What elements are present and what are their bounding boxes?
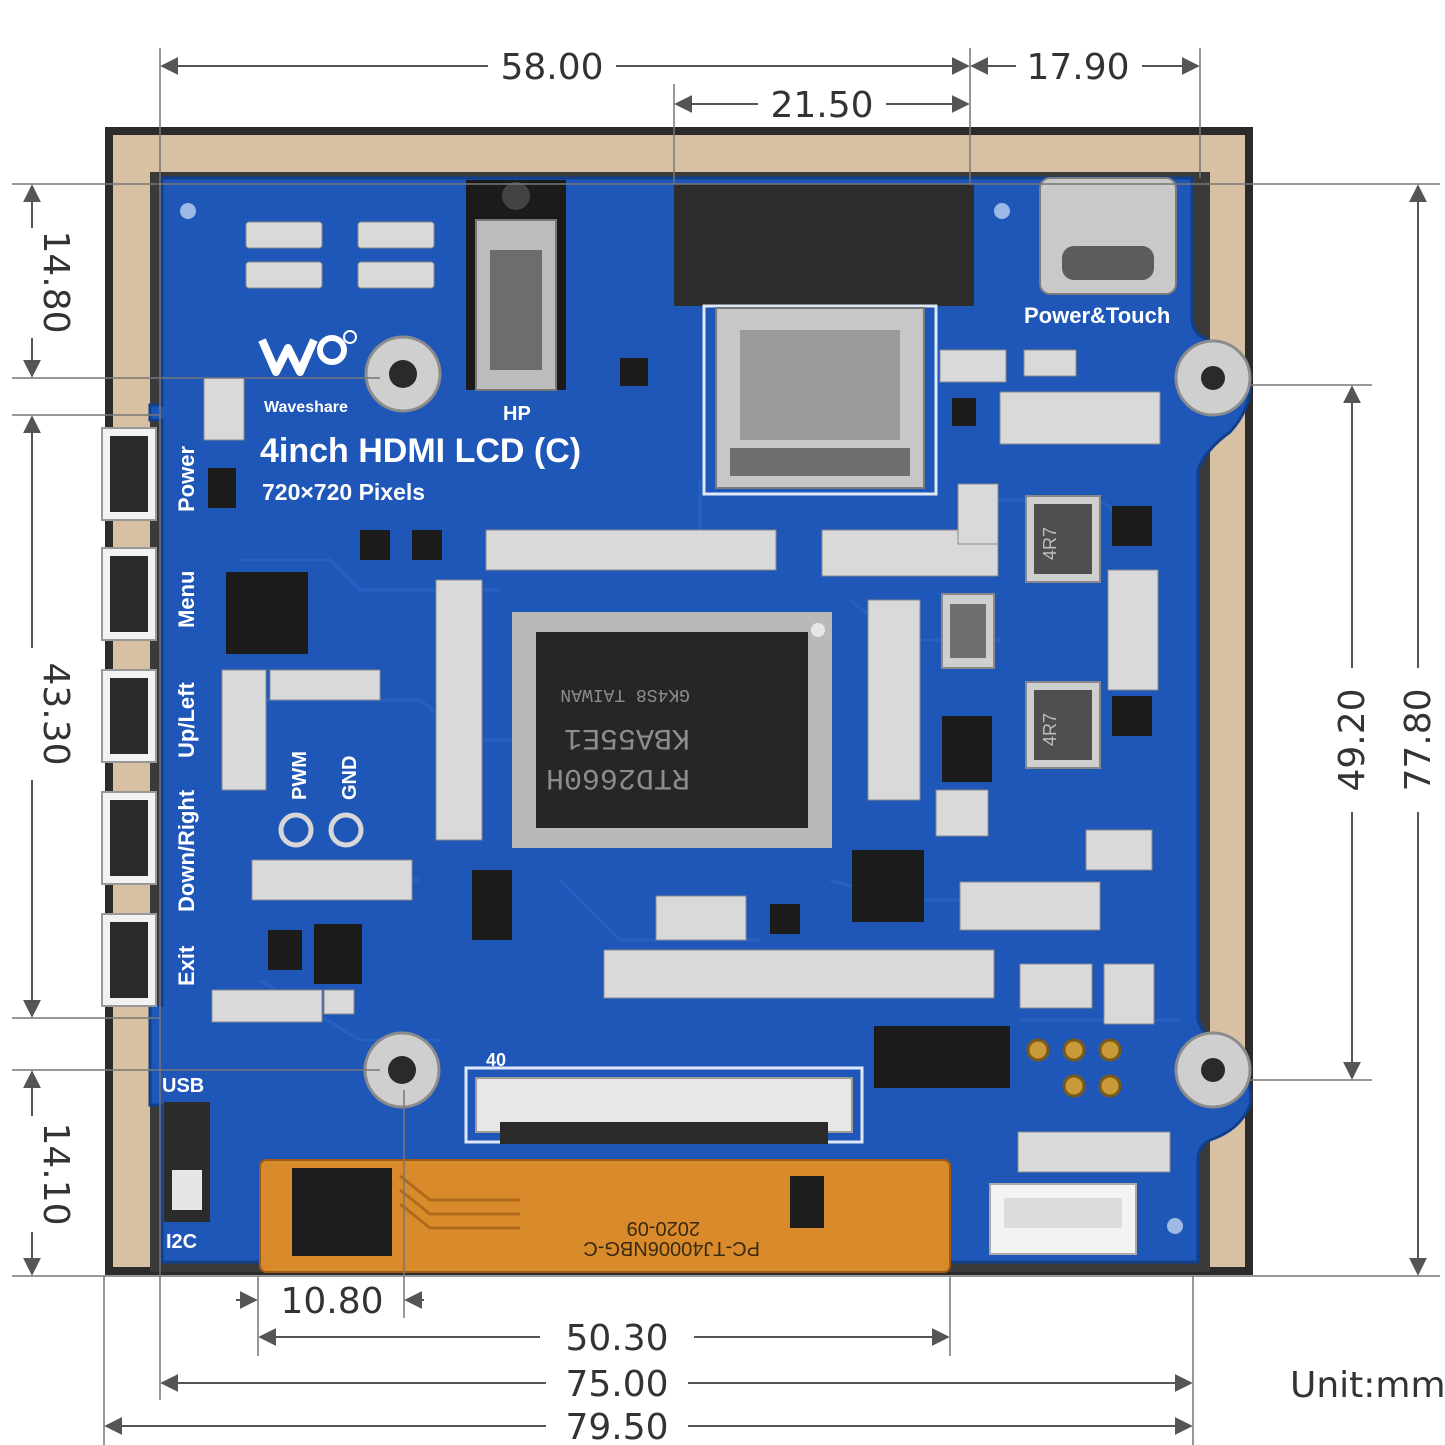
hp-label: HP [503,403,531,425]
resistor-arrays [245,221,435,289]
usb-c-connector [1039,177,1177,295]
dim-right-holes-height: 49.20 [1332,385,1373,1080]
hdmi-connector [674,184,974,496]
gnd-label: GND [339,756,361,800]
mount-hole-top-left [364,335,442,413]
i2c-label: I2C [166,1231,197,1253]
board-subtitle: 720×720 Pixels [262,479,425,505]
headphone-jack [466,180,566,391]
mount-hole-top-right [1174,339,1252,417]
main-chip [512,612,832,848]
power-touch-label: Power&Touch [1024,303,1170,328]
board-title: 4inch HDMI LCD (C) [260,432,581,470]
test-pads [278,812,364,848]
dim-top-right-width: 17.90 [970,47,1200,88]
dim-label-43-30: 43.30 [35,662,76,765]
extension-lines [12,48,1440,1445]
dim-top-left-width: 58.00 [160,47,970,88]
button-label-menu: Menu [174,571,199,628]
dim-label-50-30: 50.30 [565,1318,668,1359]
dim-label-14-80: 14.80 [35,230,76,333]
side-buttons [101,427,157,1007]
inductor-label-top: 4R7 [1040,527,1060,560]
inductor-label-bottom: 4R7 [1040,713,1060,746]
fpc-flex-cable [259,1159,951,1273]
dim-left-buttons-height: 43.30 [23,415,76,1018]
dim-label-17-90: 17.90 [1026,47,1129,88]
brand-label: Waveshare [264,399,348,416]
dim-label-58: 58.00 [500,47,603,88]
usb-label: USB [162,1075,204,1097]
dim-label-79-50: 79.50 [565,1407,668,1445]
fpc-code: PC-TJ40006NBG-C [583,1237,760,1259]
dim-label-75-00: 75.00 [565,1364,668,1405]
dim-right-total-height: 77.80 [1398,184,1439,1276]
chip-line-1: RTD2660H [546,760,690,794]
dim-left-bottom-height: 14.10 [23,1070,76,1276]
unit-label: Unit:mm [1290,1365,1445,1406]
fpc-date: 2020-09 [627,1217,700,1239]
mount-hole-bottom-left [363,1031,441,1109]
dim-hdmi-width: 21.50 [674,85,970,126]
dim-bottom-fpc-width: 50.30 [258,1318,950,1359]
button-label-up-left: Up/Left [174,682,199,758]
button-label-down-right: Down/Right [174,789,199,912]
small-ics [208,468,512,984]
small-hole-icon [994,203,1010,219]
chip-line-2: KBA55E1 [564,720,690,754]
chip-line-3: GK4S8 TAIWAN [560,684,690,704]
waveshare-logo-icon [258,330,357,376]
dim-label-77-80: 77.80 [1398,688,1439,791]
jst-connector [989,1183,1137,1255]
passive-components [203,349,1171,1173]
small-hole-icon [180,203,196,219]
usb-i2c-switch[interactable] [164,1102,210,1222]
button-label-power: Power [174,446,199,512]
dim-label-10-80: 10.80 [280,1281,383,1322]
button-label-exit: Exit [174,945,199,986]
dim-label-49-20: 49.20 [1332,688,1373,791]
dim-bottom-total-width: 79.50 [104,1407,1193,1445]
small-hole-icon [1167,1218,1183,1234]
dim-bottom-pcb-width: 75.00 [160,1364,1193,1405]
dim-label-14-10: 14.10 [35,1122,76,1225]
pwm-label: PWM [289,751,311,800]
mount-hole-bottom-right [1174,1031,1252,1109]
gold-pins [1026,1038,1122,1098]
dim-left-top-height: 14.80 [23,184,76,378]
dim-label-21-50: 21.50 [770,85,873,126]
right-components [620,358,1152,1088]
mount-holes [180,203,1252,1234]
dim-bottom-hole-offset: 10.80 [236,1281,424,1322]
fpc-pin-label: 40 [486,1050,506,1070]
fpc-connector [464,1066,864,1144]
